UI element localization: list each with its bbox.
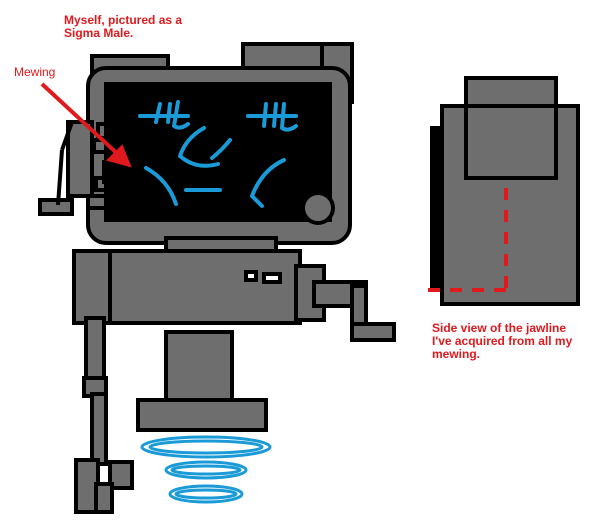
torso-left-panel: [72, 249, 112, 325]
left-upper-arm: [84, 316, 106, 384]
face-lines: [138, 100, 298, 208]
jawline-dashed: [428, 188, 508, 292]
caption-jawline-side-view: Side view of the jawline I've acquired f…: [432, 321, 573, 361]
ear-left-peg: [38, 198, 74, 216]
ear-left-block: [66, 120, 94, 198]
left-hand-base: [94, 482, 114, 514]
right-forearm: [350, 284, 368, 328]
mewing-arrow: [40, 82, 132, 168]
jaw-top-block: [464, 76, 558, 110]
mewing-label: Mewing: [14, 65, 56, 79]
caption-sigma-male: Myself, pictured as a Sigma Male.: [64, 13, 183, 40]
right-hand: [350, 322, 396, 342]
torso-vent-2: [262, 272, 282, 284]
jaw-inner-block: [464, 104, 558, 180]
hover-rings: [140, 435, 272, 504]
screen-knob: [301, 191, 335, 225]
head-top-box: [241, 42, 333, 70]
torso-vent-1: [244, 270, 258, 282]
waist: [164, 330, 234, 404]
left-forearm: [90, 392, 108, 466]
left-hand-right: [108, 460, 134, 490]
base-plate: [136, 398, 268, 432]
jaw-dark-edge: [430, 126, 442, 288]
